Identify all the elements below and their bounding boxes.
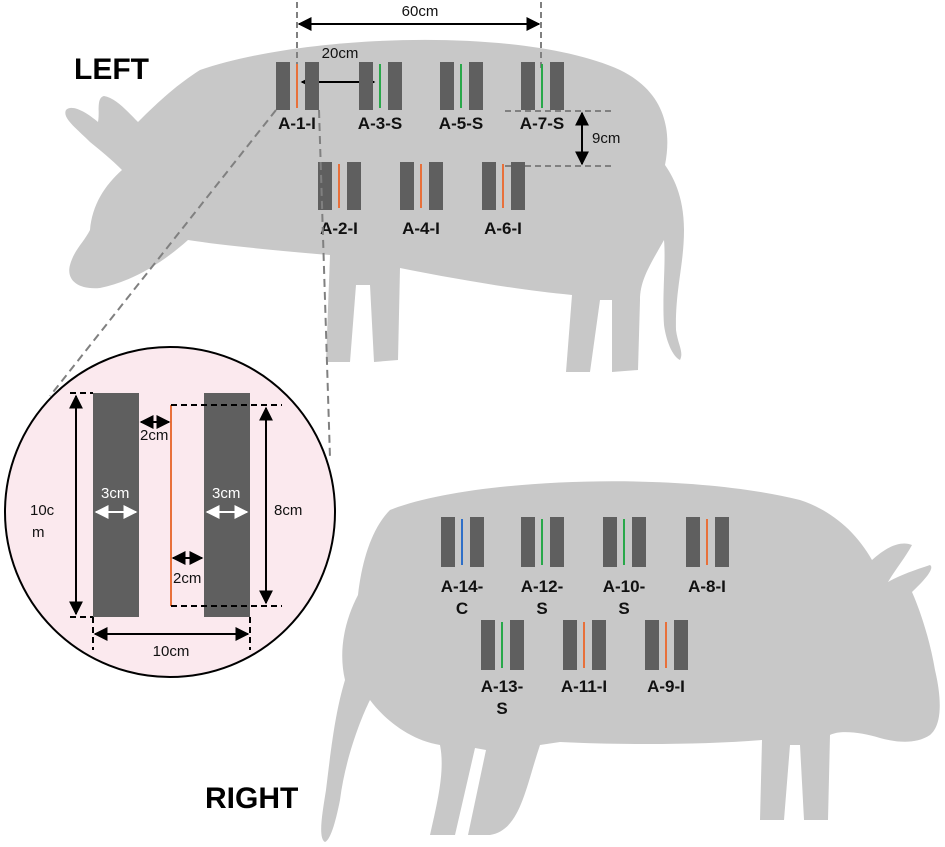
site-label: A-3-S xyxy=(358,114,402,133)
site-label: A-10- xyxy=(603,577,646,596)
bar-height-label-unit: m xyxy=(32,524,45,541)
zoom-connector-lines xyxy=(49,109,331,459)
site-label: A-6-I xyxy=(484,219,522,238)
site-label: A-14- xyxy=(441,577,484,596)
site-label: A-9-I xyxy=(647,677,685,696)
row-spacing-dimension: 9cm xyxy=(505,110,620,167)
site-a-7-s: A-7-S xyxy=(520,62,564,133)
site-a-8-i: A-8-I xyxy=(686,517,729,596)
site-a-9-i: A-9-I xyxy=(645,620,688,696)
site-a-4-i: A-4-I xyxy=(400,162,443,238)
site-a-6-i: A-6-I xyxy=(482,162,525,238)
site-spacing-label: 20cm xyxy=(322,45,359,62)
site-a-2-i: A-2-I xyxy=(318,162,361,238)
total-width-label: 60cm xyxy=(402,3,439,20)
left-side-label: LEFT xyxy=(74,53,149,86)
site-a-11-i: A-11-I xyxy=(561,620,607,696)
bar-width-left-label: 3cm xyxy=(101,485,129,502)
site-label-line2: C xyxy=(456,599,468,618)
site-label: A-13- xyxy=(481,677,524,696)
left-pig-silhouette xyxy=(65,39,684,372)
right-side-label: RIGHT xyxy=(205,782,298,815)
site-label: A-7-S xyxy=(520,114,564,133)
gap-right-label: 2cm xyxy=(173,570,201,587)
right-pig-silhouette xyxy=(321,481,940,842)
site-label-line2: S xyxy=(536,599,547,618)
row-spacing-label: 9cm xyxy=(592,130,620,147)
site-label-line2: S xyxy=(496,699,507,718)
site-a-13-s: A-13- S xyxy=(481,620,524,718)
bar-height-label: 10c xyxy=(30,502,55,519)
site-label: A-11-I xyxy=(561,677,607,696)
site-a-5-s: A-5-S xyxy=(439,62,483,133)
site-label: A-1-I xyxy=(278,114,316,133)
site-a-1-i: A-1-I xyxy=(276,62,319,133)
incision-length-label: 8cm xyxy=(274,502,302,519)
gap-left-label: 2cm xyxy=(140,427,168,444)
site-a-12-s: A-12- S xyxy=(521,517,564,618)
site-a-14-c: A-14- C xyxy=(441,517,484,618)
site-label-line2: S xyxy=(618,599,629,618)
bar-width-right-label: 3cm xyxy=(212,485,240,502)
site-label: A-4-I xyxy=(402,219,440,238)
total-span-label: 10cm xyxy=(153,643,190,660)
site-label: A-5-S xyxy=(439,114,483,133)
site-label: A-8-I xyxy=(688,577,726,596)
zoom-bar-left xyxy=(93,393,139,617)
site-a-3-s: A-3-S xyxy=(358,62,402,133)
zoom-detail-circle: 10c m 8cm 2cm 3cm 3cm 2cm 10cm xyxy=(4,346,336,678)
total-width-dimension: 60cm xyxy=(296,2,542,70)
site-label: A-2-I xyxy=(320,219,358,238)
site-a-10-s: A-10- S xyxy=(603,517,646,618)
site-label: A-12- xyxy=(521,577,564,596)
zoom-bar-right xyxy=(204,393,250,617)
